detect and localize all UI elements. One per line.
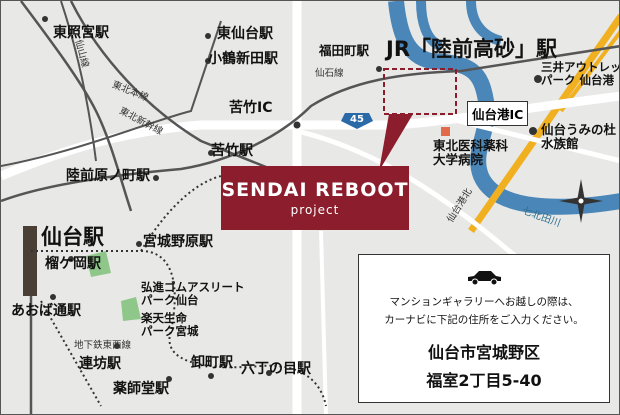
station-renbo: 連坊駅: [79, 356, 121, 372]
info-message-line2: カーナビに下記の住所をご入力ください。: [384, 314, 584, 326]
jr-north-line: [1, 20, 222, 167]
station-rokuchonome: 六丁の目駅: [241, 361, 311, 377]
station-rikuzen-haranomachi: 陸前原ノ町駅: [66, 168, 150, 184]
place-rakuten: 楽天生命 パーク宮城: [141, 311, 199, 339]
station-tsutsujigaoka: 榴ケ岡駅: [45, 256, 101, 272]
place-umino-mori: 仙台うみの杜 水族館: [541, 122, 617, 152]
tohoku-main-line: [19, 1, 133, 212]
east-road: [296, 128, 523, 263]
station-sendai: 仙台駅: [41, 225, 104, 249]
subway-south: [40, 300, 102, 407]
senzan-line: [60, 1, 97, 162]
site-pointer: [379, 114, 413, 171]
road-kogota-ic: 苦竹IC: [229, 100, 273, 116]
sendai-station-block: [23, 226, 37, 296]
hospital-marker: [441, 127, 450, 136]
card-subtitle: project: [290, 203, 340, 217]
sendaiko-road: [458, 118, 619, 164]
route45-label: 45: [350, 114, 364, 125]
info-message-line1: マンションギャラリーへお越しの際は、: [389, 296, 579, 308]
line-subway-tozai: 地下鉄東西線: [74, 340, 132, 351]
river-west: [416, 1, 444, 51]
place-koshin-gomu: 弘進ゴムアスリート パーク仙台: [141, 280, 245, 308]
station-higashi-shogu: 東照宮駅: [53, 25, 109, 41]
line-senseki: 仙石線: [315, 68, 344, 79]
route45-shield: [341, 113, 373, 129]
sendai-reboot-card: SENDAI REBOOT project: [221, 166, 409, 230]
park-rakuten: [121, 297, 141, 321]
station-dots: [42, 16, 382, 382]
station-fukudamachi: 福田町駅: [319, 43, 370, 58]
station-higashi-sendai: 東仙台駅: [217, 26, 273, 42]
highway-east: [559, 30, 619, 113]
river-east: [466, 1, 503, 46]
station-kotsurushinden: 小鶴新田駅: [208, 51, 278, 67]
aquarium-marker: [529, 127, 537, 135]
place-tohoku-medical: 東北医科薬科 大学病院: [433, 138, 509, 168]
outlet-marker: [534, 75, 542, 83]
place-mitsui-outlet: 三井アウトレット パーク 仙台港: [541, 60, 619, 88]
station-aoba-dori: あおば通駅: [11, 303, 81, 319]
senseki-line: [1, 45, 619, 203]
subway-tozai-line: [31, 250, 327, 407]
car-icon: [468, 271, 501, 286]
south-road: [319, 230, 328, 414]
station-miyagino-hara: 宮城野原駅: [143, 234, 213, 250]
site-area: [383, 68, 457, 115]
card-title: SENDAI REBOOT: [221, 179, 409, 201]
info-address-line2: 福室2丁目5-40: [426, 371, 542, 390]
station-rikuzen-takasago: JR「陸前高砂」駅: [386, 37, 557, 61]
park-tsutsujigaoka: [86, 251, 111, 277]
highway: [468, 13, 619, 234]
info-address-line1: 仙台市宮城野区: [427, 343, 540, 362]
road-sendaiko-ic: 仙台港IC: [467, 101, 529, 126]
compass: [559, 179, 603, 223]
address-info-panel: マンションギャラリーへお越しの際は、 カーナビに下記の住所をご入力ください。 仙…: [358, 254, 610, 403]
shinkansen-line: [69, 1, 302, 183]
station-kogota: 苦竹駅: [211, 143, 253, 159]
station-oroshimachi: 卸町駅: [191, 355, 233, 371]
station-yakushido: 薬師堂駅: [113, 381, 169, 397]
